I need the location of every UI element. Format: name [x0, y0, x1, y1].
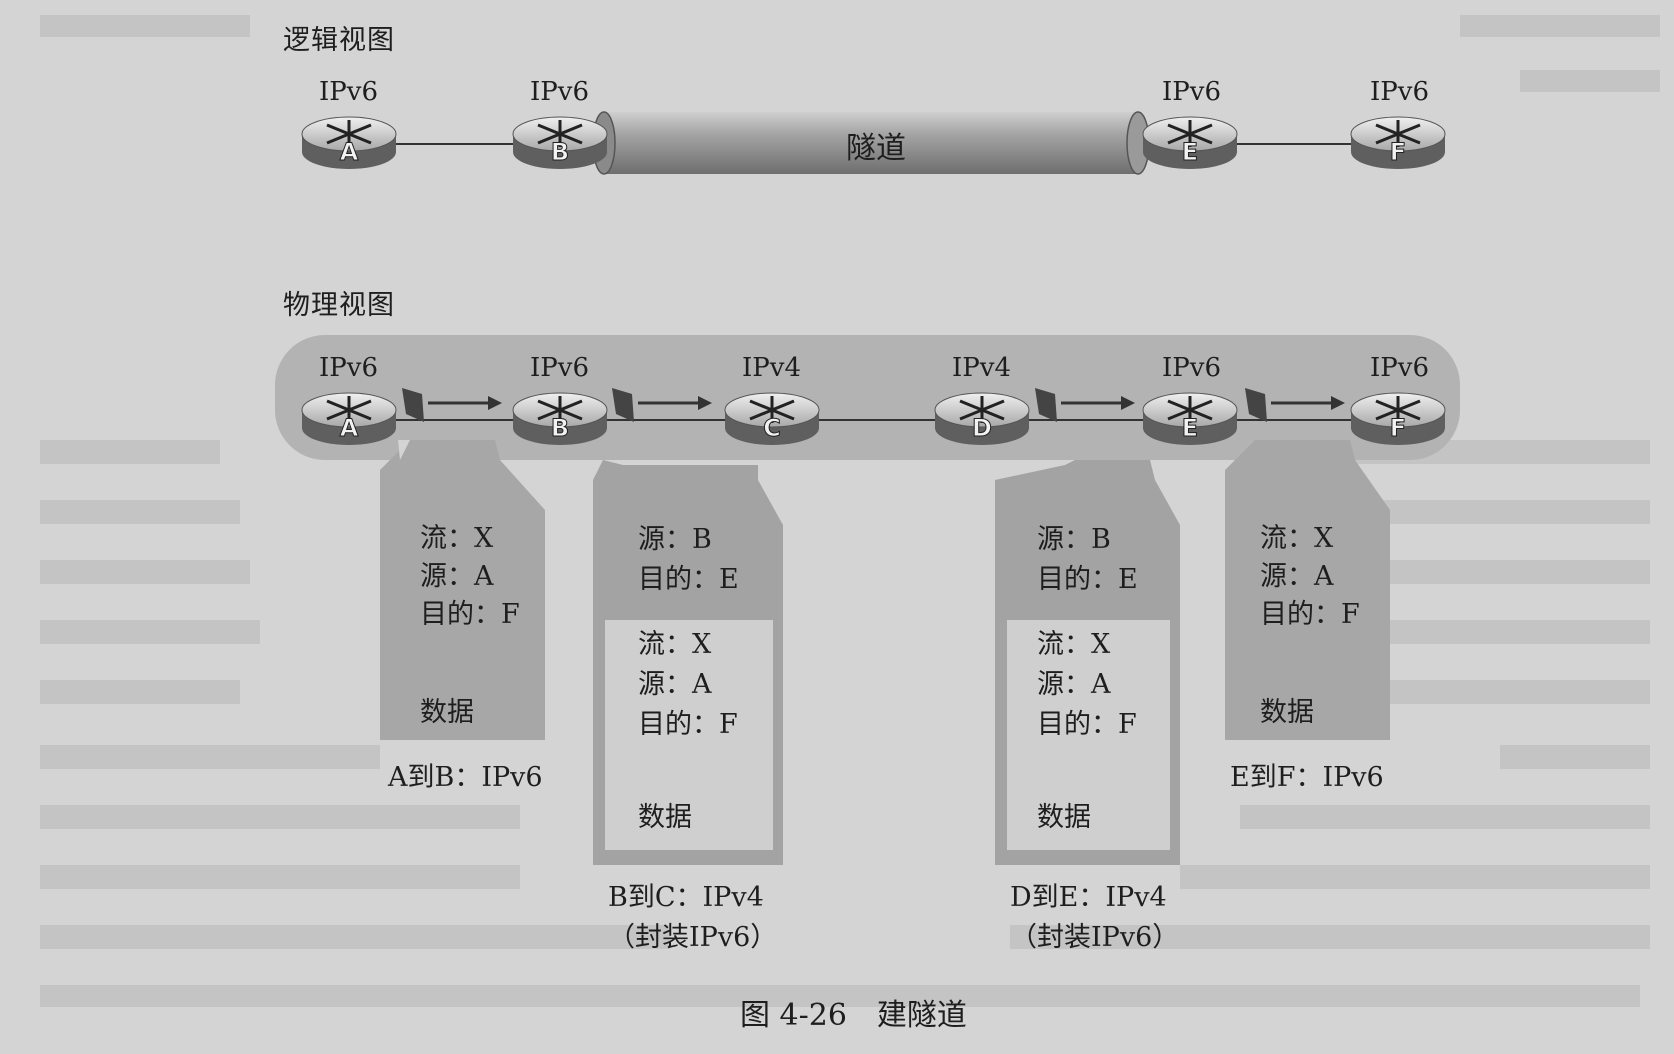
physical-router-e-proto: IPv6 [1162, 353, 1221, 383]
logical-router-b-letter: B [551, 138, 569, 166]
logical-router-f-letter: F [1390, 138, 1406, 166]
packet-1: 流：X 源：A 目的：F 数据 [380, 440, 545, 740]
physical-router-f: F [1350, 392, 1446, 445]
packet-arrow-e-f [1245, 388, 1345, 422]
packet-2: 源：B 目的：E 流：X 源：A 目的：F 数据 [593, 460, 783, 865]
packet-4-dst: 目的：F [1260, 599, 1360, 630]
packet-2-data: 数据 [638, 802, 692, 833]
packet-2-caption-line2: （封装IPv6） [608, 922, 778, 953]
packet-3-src: 源：A [1037, 669, 1111, 700]
physical-router-d-letter: D [972, 414, 992, 442]
physical-router-a-letter: A [340, 414, 359, 442]
packet-1-flow: 流：X [420, 523, 494, 554]
packet-2-outer-dst: 目的：E [638, 564, 739, 595]
physical-view-diagram: A B C D E F [275, 335, 1460, 460]
packet-1-caption: A到B：IPv6 [388, 762, 543, 793]
packet-4: 流：X 源：A 目的：F 数据 [1225, 440, 1390, 740]
packet-1-data: 数据 [420, 697, 474, 728]
physical-router-d-proto: IPv4 [952, 353, 1011, 383]
logical-router-f: F [1350, 116, 1446, 169]
packet-2-shape [593, 460, 783, 865]
packet-4-src: 源：A [1260, 561, 1334, 592]
packet-4-caption: E到F：IPv6 [1230, 762, 1384, 793]
packet-3-outer-dst: 目的：E [1037, 564, 1138, 595]
packet-2-caption-line1: B到C：IPv4 [608, 882, 764, 913]
logical-router-a-proto: IPv6 [319, 77, 378, 107]
packet-4-flow: 流：X [1260, 523, 1334, 554]
packet-3-caption-line1: D到E：IPv4 [1010, 882, 1167, 913]
logical-router-a-letter: A [340, 138, 359, 166]
logical-router-f-proto: IPv6 [1370, 77, 1429, 107]
physical-router-b-letter: B [551, 414, 569, 442]
packet-2-dst: 目的：F [638, 709, 738, 740]
logical-router-b-proto: IPv6 [530, 77, 589, 107]
packet-arrow-b-c [612, 388, 712, 422]
physical-router-b: B [512, 392, 608, 445]
packet-4-shape [1225, 440, 1390, 740]
packet-3-data: 数据 [1037, 802, 1091, 833]
physical-router-a: A [301, 392, 397, 445]
physical-router-b-proto: IPv6 [530, 353, 589, 383]
packet-2-src: 源：A [638, 669, 712, 700]
packet-arrow-a-b [402, 388, 502, 422]
physical-router-a-proto: IPv6 [319, 353, 378, 383]
packet-4-data: 数据 [1260, 697, 1314, 728]
physical-router-f-proto: IPv6 [1370, 353, 1429, 383]
figure-caption: 图 4-26 建隧道 [740, 998, 967, 1033]
logical-view-title: 逻辑视图 [283, 25, 395, 56]
packet-3-flow: 流：X [1037, 629, 1111, 660]
packet-3-shape [995, 460, 1180, 865]
tunnel [592, 111, 1150, 175]
physical-view-title: 物理视图 [283, 290, 395, 321]
packet-3-outer-src: 源：B [1037, 524, 1111, 555]
packet-1-dst: 目的：F [420, 599, 520, 630]
packet-arrow-d-e [1035, 388, 1135, 422]
physical-router-f-letter: F [1390, 414, 1406, 442]
packet-3-caption-line2: （封装IPv6） [1010, 922, 1180, 953]
logical-router-e-proto: IPv6 [1162, 77, 1221, 107]
physical-router-d: D [934, 392, 1030, 445]
packet-2-flow: 流：X [638, 629, 712, 660]
packet-3: 源：B 目的：E 流：X 源：A 目的：F 数据 [995, 460, 1180, 865]
logical-router-a: A [301, 116, 397, 169]
logical-router-e-letter: E [1182, 138, 1198, 166]
packet-3-inner: 流：X 源：A 目的：F [1037, 625, 1137, 745]
physical-router-c-proto: IPv4 [742, 353, 801, 383]
packet-3-dst: 目的：F [1037, 709, 1137, 740]
physical-router-e: E [1142, 392, 1238, 445]
packet-1-src: 源：A [420, 561, 494, 592]
physical-router-e-letter: E [1182, 414, 1198, 442]
logical-router-e: E [1142, 116, 1238, 169]
packet-1-shape [380, 440, 545, 740]
logical-router-b: B [512, 116, 608, 169]
packet-2-inner: 流：X 源：A 目的：F [638, 625, 738, 745]
physical-router-c: C [724, 392, 820, 445]
packet-2-outer-src: 源：B [638, 524, 712, 555]
tunnel-label: 隧道 [846, 131, 906, 166]
physical-router-c-letter: C [763, 414, 781, 442]
